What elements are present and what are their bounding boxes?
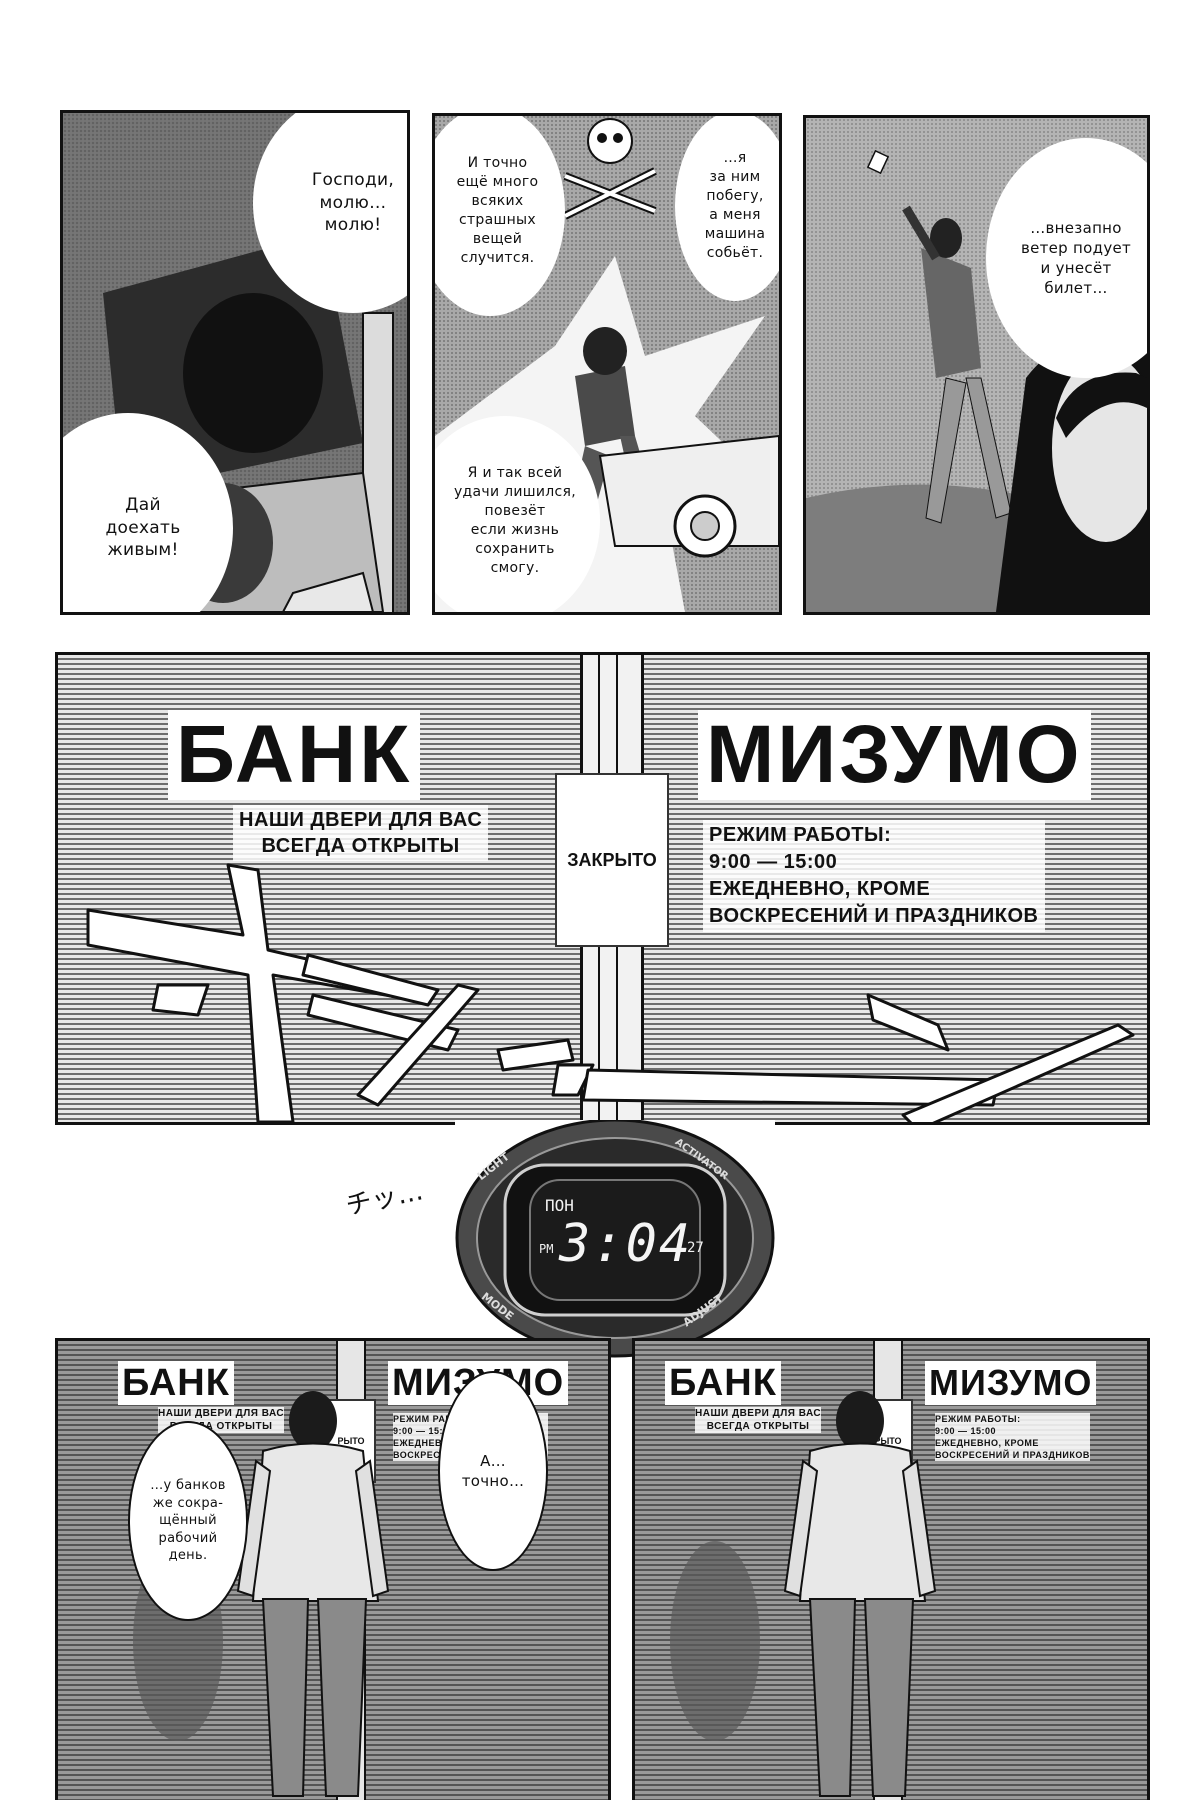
bank-name-right: МИЗУМО [698, 710, 1091, 800]
closed-sign-text: РЫТО [337, 1436, 365, 1446]
speech-bubble-wind-blows: …внезапно ветер подует и унесёт билет… [986, 138, 1147, 378]
bank-name-right: МИЗУМО [925, 1361, 1097, 1405]
wristwatch: ПОН PM 3:04 27 LIGHT ACTIVATOR MODE ADJU… [455, 1120, 775, 1360]
closed-sign: ЗАКРЫТО [555, 773, 669, 947]
speech-bubble-scary-things: И точно ещё много всяких страшных вещей … [435, 116, 565, 316]
closed-sign-text: ЗАКРЫТО [567, 849, 657, 870]
bank-hours: РЕЖИМ РАБОТЫ: 9:00 — 15:00 ЕЖЕДНЕВНО, КР… [935, 1413, 1090, 1461]
bank-name-left: БАНК [665, 1361, 781, 1405]
crash-sound-effect [86, 863, 1135, 1122]
bubble-text: …у банков же сокра- щённый рабочий день. [150, 1478, 226, 1564]
speech-bubble-short-day: …у банков же сокра- щённый рабочий день. [128, 1421, 248, 1621]
man-back-view-illustration [670, 1391, 937, 1797]
panel-bank-closed-right: БАНК МИЗУМО НАШИ ДВЕРИ ДЛЯ ВАС ВСЕГДА ОТ… [632, 1338, 1150, 1800]
closed-sign-text: РЫТО [874, 1436, 902, 1446]
panel-car-accident: И точно ещё много всяких страшных вещей … [432, 113, 782, 615]
speech-bubble-car-hit: …я за ним побегу, а меня машина собьёт. [675, 116, 779, 301]
watch-seconds: 27 [687, 1240, 704, 1256]
watch-day: ПОН [545, 1196, 574, 1215]
bubble-text: А… точно… [461, 1451, 525, 1490]
bubble-text: Я и так всей удачи лишился, повезёт если… [453, 465, 577, 576]
bubble-text: И точно ещё много всяких страшных вещей … [456, 155, 539, 266]
bank-name-left: БАНК [168, 710, 421, 800]
speech-bubble-oh-right: А… точно… [438, 1371, 548, 1571]
bank-hours: РЕЖИМ РАБОТЫ: 9:00 — 15:00 ЕЖЕДНЕВНО, КР… [703, 820, 1045, 932]
watch-time: 3:04 [559, 1214, 693, 1274]
wind-ticket-illustration [806, 118, 1147, 612]
panel-wind-ticket: …внезапно ветер подует и унесёт билет… [803, 115, 1150, 615]
wristwatch-illustration [455, 1120, 775, 1360]
bank-name-left: БАНК [118, 1361, 234, 1405]
speech-bubble-prayer: Господи, молю… молю! [253, 113, 407, 313]
panel-bank-closed-left: БАНК МИЗУМО НАШИ ДВЕРИ ДЛЯ ВАС ВСЕГДА ОТ… [55, 1338, 611, 1800]
bank-slogan: НАШИ ДВЕРИ ДЛЯ ВАС ВСЕГДА ОТКРЫТЫ [233, 805, 489, 861]
skull-icon [563, 118, 657, 220]
bubble-text: …внезапно ветер подует и унесёт билет… [1020, 218, 1132, 298]
bubble-text: …я за ним побегу, а меня машина собьёт. [704, 150, 766, 261]
bank-slogan: НАШИ ДВЕРИ ДЛЯ ВАС ВСЕГДА ОТКРЫТЫ [695, 1407, 822, 1433]
bubble-text: Господи, молю… молю! [311, 169, 395, 236]
speech-bubble-lost-luck: Я и так всей удачи лишился, повезёт если… [435, 416, 600, 612]
watch-ampm: PM [539, 1242, 554, 1256]
tick-sound-effect: チッ… [343, 1176, 426, 1222]
panel-praying: Господи, молю… молю! Дай доехать живым! [60, 110, 410, 615]
panel-bank-shutter: БАНК МИЗУМО НАШИ ДВЕРИ ДЛЯ ВАС ВСЕГДА ОТ… [55, 652, 1150, 1125]
bubble-text: Дай доехать живым! [105, 494, 181, 561]
